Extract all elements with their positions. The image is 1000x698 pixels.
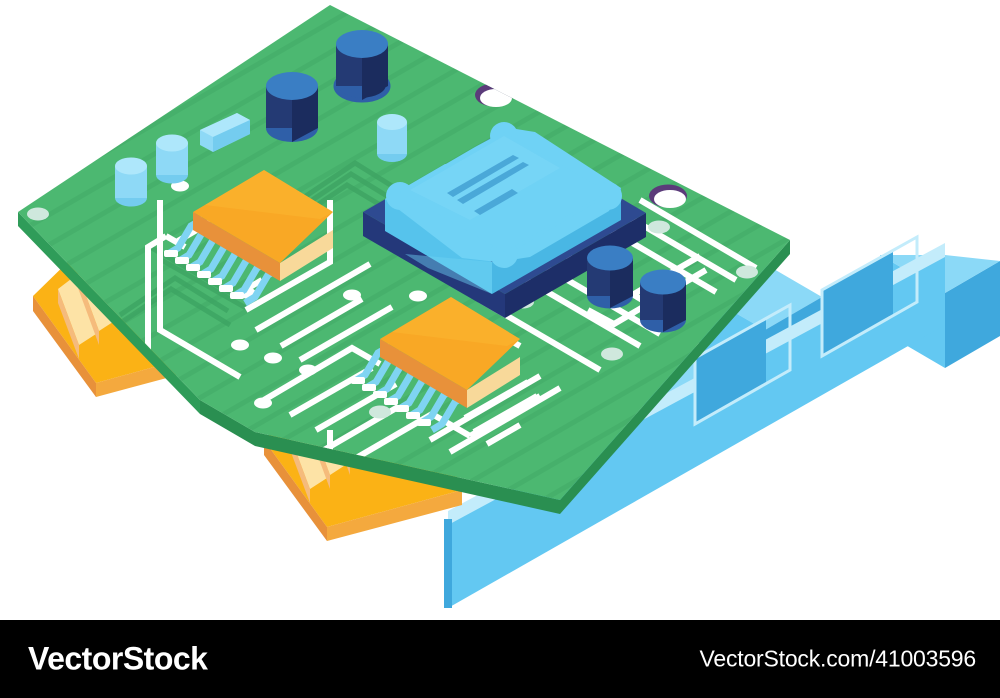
solder-pad (264, 352, 282, 364)
edge-connector-lower-right (327, 490, 462, 541)
ic-chip-1-right-face (280, 230, 333, 281)
bracket-port-2-inner (822, 252, 893, 356)
via (369, 405, 391, 419)
electrolytic-capacitor (587, 245, 633, 309)
edge-connector-lower-front (264, 440, 327, 541)
solder-pad (231, 339, 249, 351)
capacitors-right-group (587, 245, 686, 333)
ic-chip-1 (164, 170, 333, 307)
processor-marking-line (474, 189, 518, 215)
electrolytic-capacitor (266, 72, 318, 142)
small-components-group (115, 113, 407, 207)
capacitors-top-group (266, 30, 391, 142)
bracket-port-1-outline (693, 302, 792, 427)
pcb-edge-bottom-right (560, 240, 790, 514)
pcb-edge-bottom-left (200, 400, 255, 446)
rectangular-component (200, 113, 250, 152)
via (601, 347, 623, 361)
processor-chip (363, 122, 646, 318)
vectorstock-brand: VectorStock (28, 640, 208, 677)
small-capacitor (115, 157, 147, 207)
ic-chip-2-right-face (467, 357, 520, 408)
solder-pad (343, 289, 361, 301)
bracket-port-1-inner (695, 320, 766, 424)
processor-marking-line (447, 155, 519, 197)
processor-body-left (385, 199, 492, 294)
ic-chip-2-top-highlight (392, 297, 520, 346)
solder-pad (299, 364, 317, 376)
edge-connector-upper-front (33, 296, 96, 397)
mounting-hole (649, 184, 687, 208)
solder-pad (409, 290, 427, 302)
electrolytic-capacitor (333, 30, 391, 103)
processor-substrate-right (505, 213, 646, 318)
via (648, 220, 670, 234)
ic-chip-1-top-highlight (205, 170, 333, 219)
ic-chip-2-pads (351, 377, 431, 426)
pcb-dash-marks (463, 379, 539, 447)
solder-pad (254, 397, 272, 409)
pcb-edge-bottom (255, 432, 560, 514)
via (736, 265, 758, 279)
electrolytic-capacitor (640, 269, 686, 333)
ic-chip-2-left-face (380, 339, 467, 408)
vectorstock-url: VectorStock.com/41003596 (699, 645, 977, 672)
bracket-rear-fin-right (945, 261, 1000, 368)
ic-chip-2 (351, 297, 520, 434)
via (27, 207, 49, 221)
processor-markings (447, 155, 529, 215)
ic-chip-1-pads (164, 250, 244, 299)
processor-body-left-highlight (405, 254, 492, 294)
bracket-port-2-outline (820, 234, 919, 359)
pci-expansion-card-illustration (18, 5, 1000, 608)
processor-marking-line (457, 162, 529, 204)
small-capacitor (377, 114, 407, 162)
solder-pad (139, 397, 157, 409)
vectorstock-watermark-bar: VectorStock VectorStock.com/41003596 (0, 620, 1000, 698)
pcb-edge-left (18, 212, 200, 414)
small-capacitor (156, 134, 188, 184)
ic-chip-1-left-face (193, 212, 280, 281)
bracket-left-endcap (444, 519, 452, 608)
